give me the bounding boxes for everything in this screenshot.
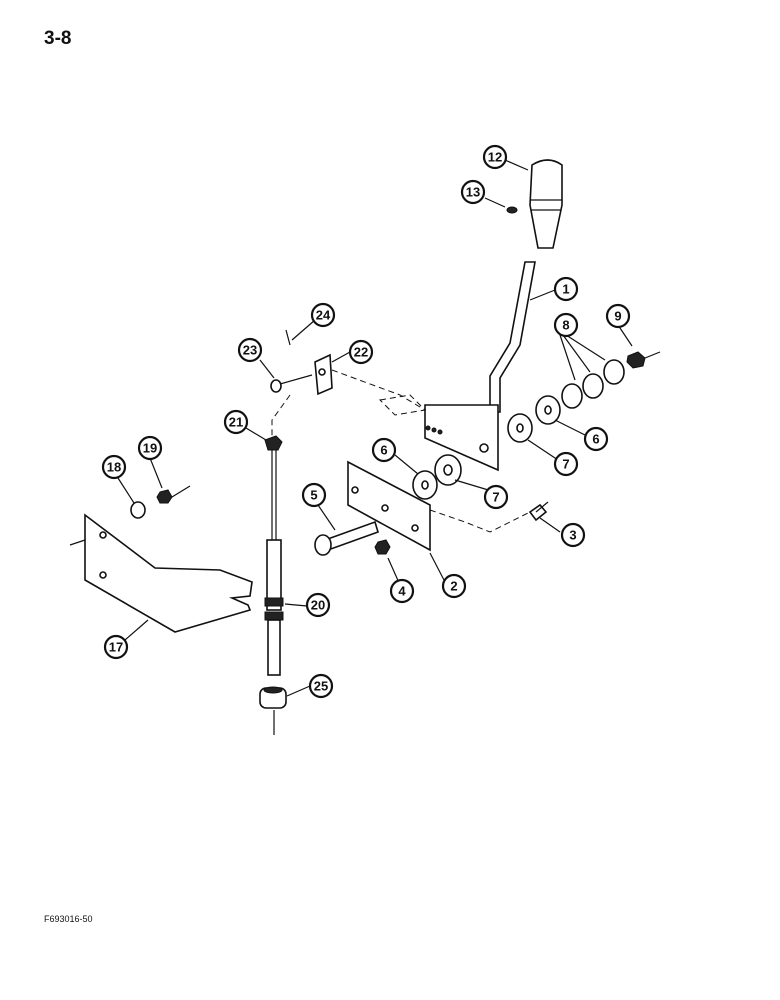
svg-text:21: 21 (229, 415, 243, 430)
clevis-pin (270, 374, 313, 393)
svg-text:24: 24 (316, 308, 331, 323)
lock-nut (626, 351, 646, 369)
callout-22: 22 (348, 339, 374, 365)
clevis (314, 353, 333, 396)
svg-text:22: 22 (354, 345, 368, 360)
figure-code: F693016-50 (44, 914, 93, 924)
boot (259, 686, 287, 709)
callout-12: 12 (482, 144, 508, 170)
svg-text:12: 12 (488, 150, 502, 165)
jam-nut (264, 435, 283, 451)
shift-knob (529, 159, 563, 249)
callout-13: 13 (460, 179, 486, 205)
callout-20: 20 (305, 592, 331, 618)
svg-text:9: 9 (614, 309, 621, 324)
bolt (314, 520, 379, 556)
callout-23: 23 (237, 337, 263, 363)
callout-21: 21 (223, 409, 249, 435)
callout-1: 1 (553, 276, 579, 302)
shift-rod (264, 450, 284, 735)
callout-9: 9 (605, 303, 631, 329)
svg-text:7: 7 (492, 490, 499, 505)
svg-text:23: 23 (243, 343, 257, 358)
callout-6a: 6 (371, 437, 397, 463)
svg-text:17: 17 (109, 640, 123, 655)
callout-3: 3 (560, 522, 586, 548)
svg-text:3: 3 (569, 528, 576, 543)
svg-text:20: 20 (311, 598, 325, 613)
svg-text:18: 18 (107, 460, 121, 475)
pin (506, 206, 518, 214)
callout-4: 4 (389, 578, 415, 604)
washers-rear (507, 359, 625, 443)
mounting-plate (347, 460, 431, 552)
callout-5: 5 (301, 482, 327, 508)
small-bolt (528, 501, 549, 522)
svg-text:6: 6 (592, 432, 599, 447)
callout-18: 18 (101, 454, 127, 480)
nut-19 (156, 489, 173, 504)
page-number: 3-8 (44, 28, 72, 49)
washer-18 (130, 501, 146, 519)
svg-text:4: 4 (398, 584, 406, 599)
cotter-pin (285, 329, 291, 346)
callout-24: 24 (310, 302, 336, 328)
svg-text:13: 13 (466, 185, 480, 200)
svg-text:25: 25 (314, 679, 328, 694)
callout-7a: 7 (483, 484, 509, 510)
nut (374, 539, 391, 555)
callout-6b: 6 (583, 426, 609, 452)
svg-text:8: 8 (562, 318, 569, 333)
svg-text:1: 1 (562, 282, 569, 297)
svg-text:7: 7 (562, 457, 569, 472)
bracket (84, 513, 253, 633)
svg-text:2: 2 (450, 579, 457, 594)
callout-19: 19 (137, 435, 163, 461)
callout-8: 8 (553, 312, 579, 338)
callout-7b: 7 (553, 451, 579, 477)
svg-text:5: 5 (310, 488, 317, 503)
svg-text:6: 6 (380, 443, 387, 458)
shift-lever (424, 261, 536, 472)
callout-17: 17 (103, 634, 129, 660)
svg-text:19: 19 (143, 441, 157, 456)
callout-2: 2 (441, 573, 467, 599)
washers-front (412, 454, 462, 500)
callout-25: 25 (308, 673, 334, 699)
